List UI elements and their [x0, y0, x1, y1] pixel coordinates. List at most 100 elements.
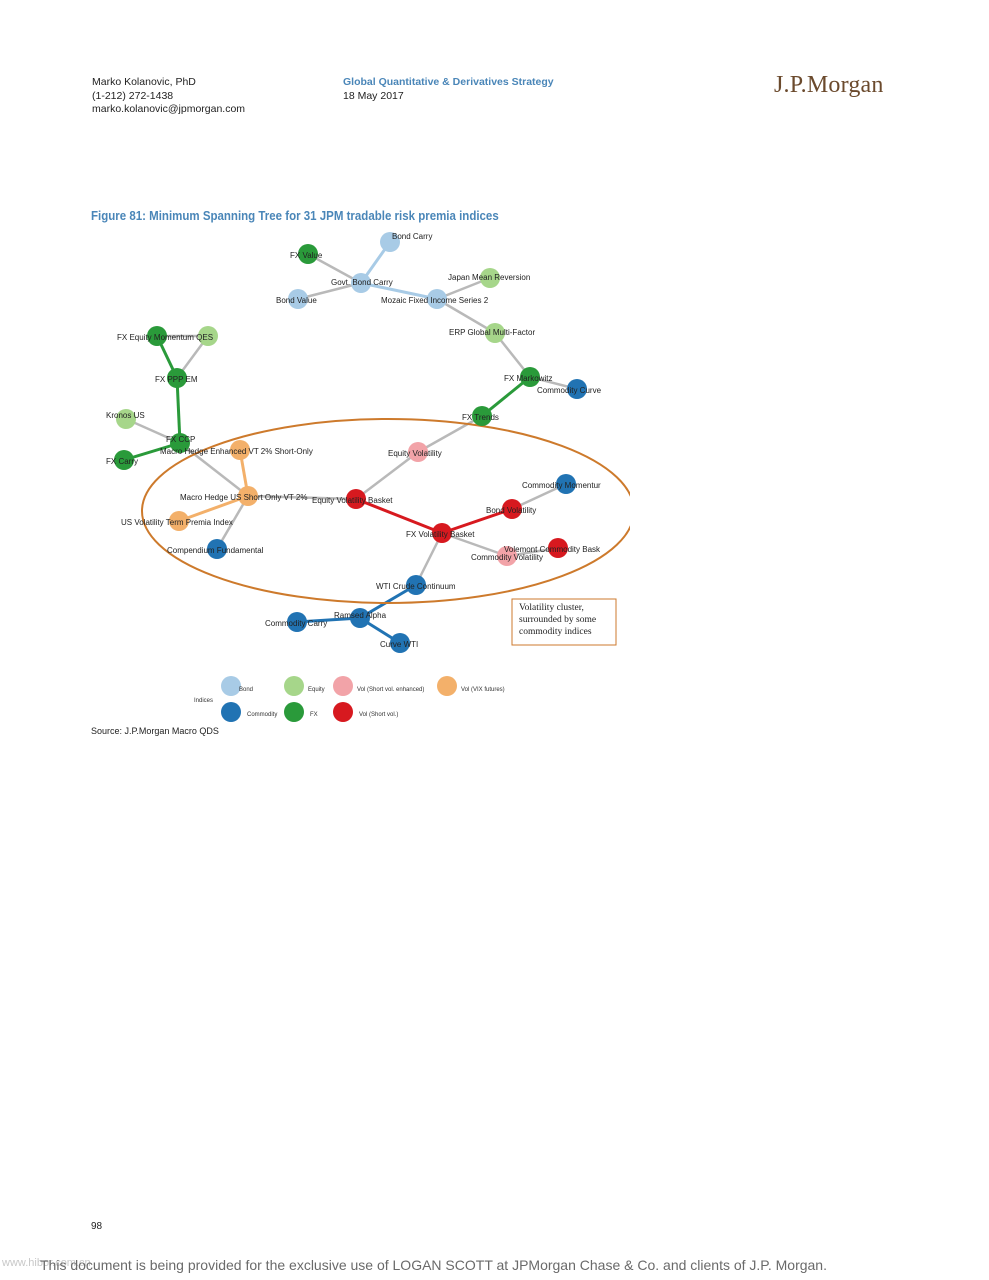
- report-series: Global Quantitative & Derivatives Strate…: [343, 76, 554, 88]
- edge-equity_volatility-eq_vol_basket: [355, 451, 419, 500]
- legend-title: Indices: [194, 698, 213, 704]
- node-fx_eq_mom: [147, 326, 167, 346]
- node-ramsed_alpha: [350, 608, 370, 628]
- node-fx_ccp: [170, 433, 190, 453]
- author-email: marko.kolanovic@jpmorgan.com: [92, 103, 246, 115]
- node-govt_bond_carry: [351, 273, 371, 293]
- node-label-commodity_curve: Commodity Curve: [537, 386, 602, 395]
- annotation-line-3: commodity indices: [519, 627, 592, 637]
- node-label-ramsed_alpha: Ramsed Alpha: [334, 611, 387, 620]
- node-label-volemont: Volemont Commodity Bask: [504, 545, 601, 554]
- watermark-text: www.hibor.com.cn: [2, 1257, 91, 1269]
- node-label-commodity_carry: Commodity Carry: [265, 619, 327, 628]
- node-label-fx_eq_mom: FX Equity Momentum QES: [117, 333, 213, 342]
- node-label-fx_trends: FX Trends: [462, 413, 499, 422]
- edge-fx_ccp-mh_us: [179, 442, 249, 497]
- node-fx_trends: [472, 406, 492, 426]
- node-label-erp_global: ERP Global Multi-Factor: [449, 328, 535, 337]
- node-label-bond_carry: Bond Carry: [392, 232, 432, 241]
- edge-fx_trends-equity_volatility: [417, 414, 483, 454]
- jpmorgan-logo: J.P.Morgan: [774, 72, 884, 98]
- node-fx_vol_basket: [432, 523, 452, 543]
- node-fx_markowitz: [520, 367, 540, 387]
- legend-swatch-vol_short: [333, 702, 353, 722]
- node-eq_vol_basket: [346, 489, 366, 509]
- node-commodity_momentum: [556, 474, 576, 494]
- node-kronos_us: [116, 409, 136, 429]
- legend-label-commodity: Commodity: [247, 712, 277, 718]
- node-label-fx_value: FX Value: [290, 251, 323, 260]
- node-bond_value: [288, 289, 308, 309]
- author-block: Marko Kolanovic, PhD (1-212) 272-1438 ma…: [92, 76, 245, 117]
- edge-mozaic-erp_global: [436, 297, 496, 335]
- node-label-mh_us: Macro Hedge US Short Only VT 2%: [180, 493, 307, 502]
- figure-source: Source: J.P.Morgan Macro QDS: [91, 726, 219, 736]
- node-label-commodity_momentum: Commodity Momentur: [522, 481, 601, 490]
- edge-bond_value-govt_bond_carry: [297, 281, 362, 301]
- edge-eq_vol_basket-fx_vol_basket: [355, 497, 443, 535]
- node-label-mh_enhanced: Macro Hedge Enhanced VT 2% Short-Only: [160, 447, 313, 456]
- node-label-bond_volatility: Bond Volatility: [486, 506, 536, 515]
- node-bond_carry: [380, 232, 400, 252]
- figure-title: Figure 81: Minimum Spanning Tree for 31 …: [91, 209, 499, 223]
- edge-wti_crude-ramsed_alpha: [359, 583, 417, 620]
- node-commodity_volatility: [497, 546, 517, 566]
- node-erp_global: [485, 323, 505, 343]
- edge-ramsed_alpha-commodity_carry: [296, 616, 361, 624]
- edge-compendium-mh_us: [215, 495, 250, 550]
- node-bond_volatility: [502, 499, 522, 519]
- node-compendium: [207, 539, 227, 559]
- node-wti_crude: [406, 575, 426, 595]
- edge-fx_vol_basket-commodity_volatility: [441, 531, 508, 558]
- node-label-us_vol_term: US Volatility Term Premia Index: [121, 518, 233, 527]
- node-fx_carry: [114, 450, 134, 470]
- node-label-fx_markowitz: FX Markowitz: [504, 374, 552, 383]
- annotation-box: Volatility cluster, surrounded by some c…: [511, 598, 617, 646]
- node-label-japan_mr: Japan Mean Reversion: [448, 273, 530, 282]
- legend: Indices Bond Equity Vol (Short vol. enhanc…: [194, 676, 505, 722]
- node-curve_wti: [390, 633, 410, 653]
- node-label-compendium: Compendium Fundamental: [167, 546, 264, 555]
- legend-label-vol_short: Vol (Short vol.): [359, 712, 398, 718]
- node-label-commodity_volatility: Commodity Volatility: [471, 553, 543, 562]
- node-fx_value: [298, 244, 318, 264]
- node-volemont: [548, 538, 568, 558]
- legend-swatch-commodity: [221, 702, 241, 722]
- node-label-curve_wti: Curve WTI: [380, 640, 418, 649]
- legend-swatch-equity: [284, 676, 304, 696]
- annotation-line-1: Volatility cluster,: [519, 603, 584, 613]
- node-equity_volatility: [408, 442, 428, 462]
- legend-label-vol_short_enhanced: Vol (Short vol. enhanced): [357, 687, 424, 693]
- disclaimer-footer: This document is being provided for the …: [40, 1257, 827, 1273]
- node-label-bond_value: Bond Value: [276, 296, 317, 305]
- edge-govt_bond_carry-mozaic: [360, 281, 438, 301]
- nodes-layer: [114, 232, 587, 653]
- node-eq_mom_qes: [198, 326, 218, 346]
- node-label-fx_ppp_em: FX PPP EM: [155, 375, 198, 384]
- legend-label-bond: Bond: [239, 687, 253, 693]
- legend-swatch-fx: [284, 702, 304, 722]
- legend-swatch-vol_short_enhanced: [333, 676, 353, 696]
- node-label-wti_crude: WTI Crude Continuum: [376, 582, 456, 591]
- node-mh_us: [238, 486, 258, 506]
- node-japan_mr: [480, 268, 500, 288]
- edge-fx_ppp_em-fx_ccp: [175, 377, 182, 444]
- node-label-fx_carry: FX Carry: [106, 457, 138, 466]
- edge-mh_us-eq_vol_basket: [247, 494, 357, 501]
- node-label-kronos_us: Kronos US: [106, 411, 145, 420]
- node-label-fx_ccp: FX CCP: [166, 435, 195, 444]
- legend-swatch-bond: [221, 676, 241, 696]
- legend-label-equity: Equity: [308, 687, 325, 693]
- node-mh_enhanced: [230, 440, 250, 460]
- node-label-govt_bond_carry: Govt. Bond Carry: [331, 278, 393, 287]
- node-label-equity_volatility: Equity Volatility: [388, 449, 442, 458]
- author-name: Marko Kolanovic, PhD: [92, 76, 196, 88]
- legend-label-vol_vix: Vol (VIX futures): [461, 687, 505, 693]
- node-label-mozaic: Mozaic Fixed Income Series 2: [381, 296, 489, 305]
- node-fx_ppp_em: [167, 368, 187, 388]
- edge-fx_vol_basket-bond_volatility: [441, 507, 513, 535]
- annotation-line-2: surrounded by some: [519, 615, 596, 625]
- node-us_vol_term: [169, 511, 189, 531]
